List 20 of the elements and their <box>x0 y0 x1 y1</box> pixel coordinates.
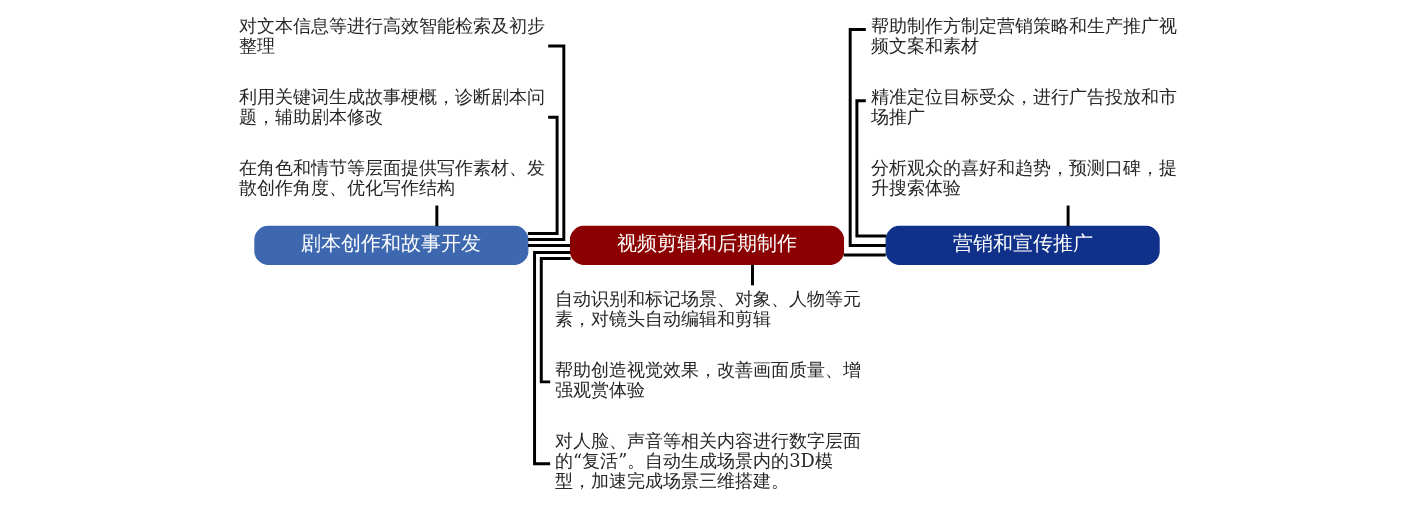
connector <box>1066 205 1070 227</box>
node-text: 利用关键词生成故事梗概，诊断剧本问题，辅助剧本修改 <box>238 86 545 128</box>
node-text: 帮助创造视觉效果，改善画面质量、增强观赏体验 <box>554 358 861 401</box>
connector <box>750 264 754 286</box>
node-text: 精准定位目标受众，进行广告投放和市场推广 <box>870 86 1177 128</box>
connector <box>854 99 886 238</box>
node-text: 帮助制作方制定营销策略和生产推广视频文案和素材 <box>870 14 1177 56</box>
connector <box>843 253 886 257</box>
connector <box>527 115 559 236</box>
node-text: 分析观众的喜好和趋势，预测口碑，提升搜索体验 <box>870 157 1177 199</box>
node-text: 在角色和情节等层面提供写作素材、发散创作角度、优化写作结构 <box>238 157 545 199</box>
node-box: 视频剪辑和后期制作 <box>569 225 844 265</box>
node-text: 对人脸、声音等相关内容进行数字层面的“复活”。自动生成场景内的3D模型，加速完成场景三维搭建。 <box>554 430 861 492</box>
node-box: 剧本创作和故事开发 <box>253 225 528 265</box>
connector <box>539 257 570 384</box>
node-box: 营销和宣传推广 <box>885 225 1160 265</box>
node-text: 自动识别和标记场景、对象、人物等元素，对镜头自动编辑和剪辑 <box>554 287 861 329</box>
node-text: 对文本信息等进行高效智能检索及初步整理 <box>238 14 545 56</box>
connector <box>434 205 438 227</box>
connector <box>527 243 570 247</box>
